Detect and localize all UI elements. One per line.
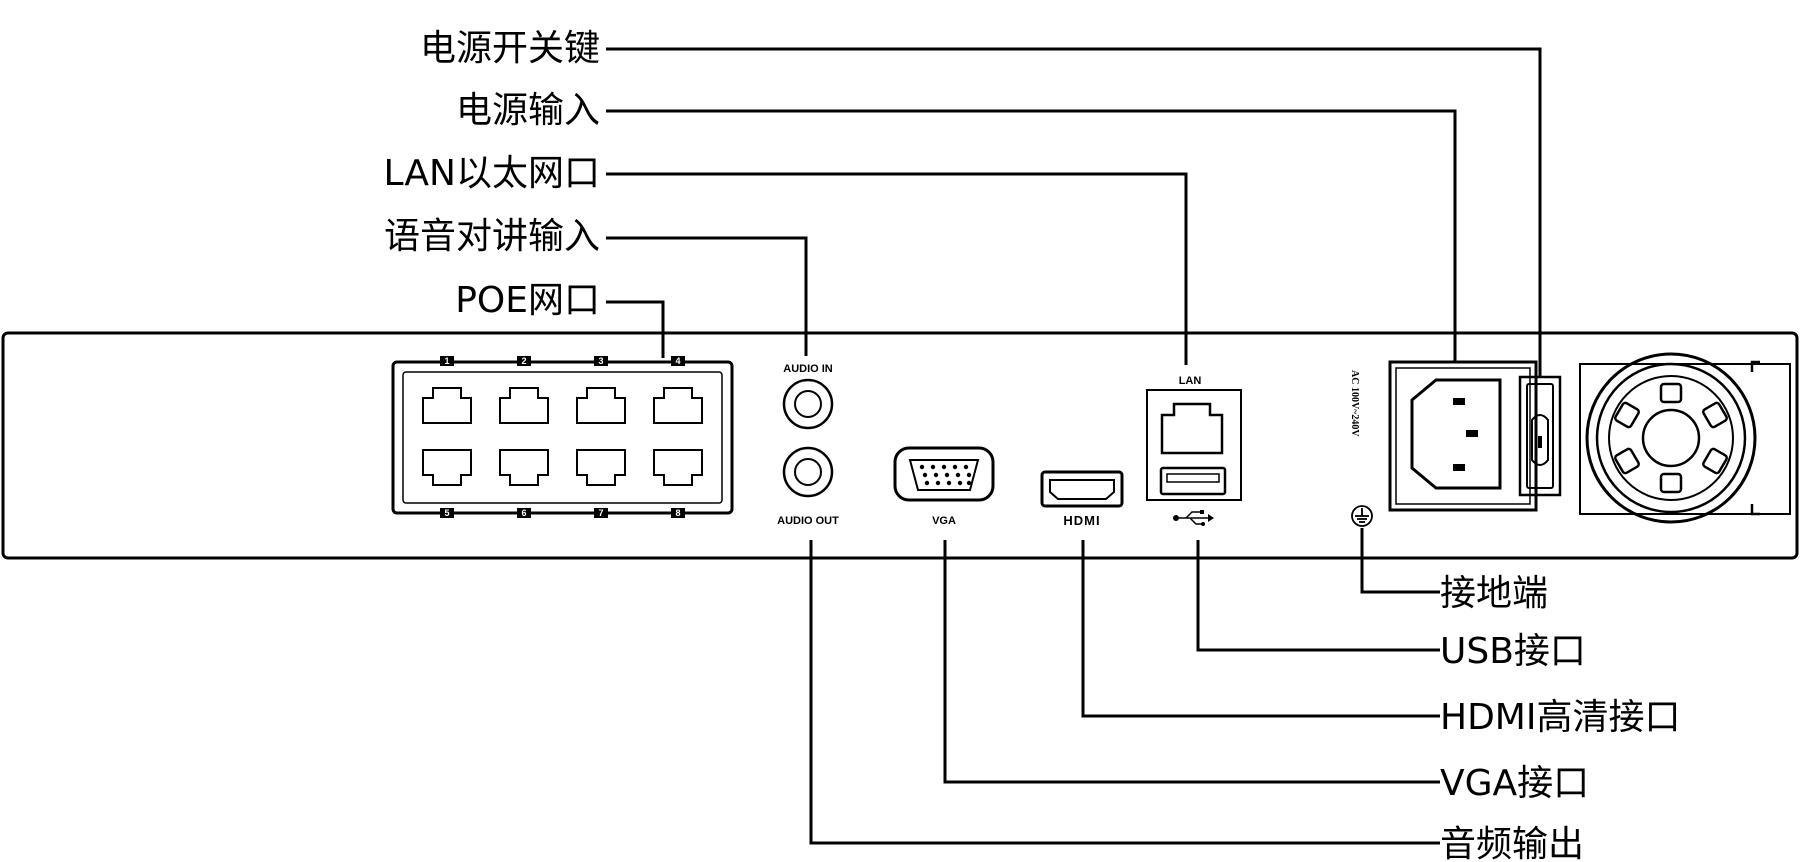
- poe-port-8: [653, 449, 703, 486]
- label-power-input: 电源输入: [456, 90, 600, 131]
- vga-label: VGA: [932, 515, 956, 527]
- poe-port-1: [422, 387, 472, 424]
- poe-number-4: 4: [675, 356, 680, 366]
- leader-ground: [1360, 528, 1440, 594]
- label-usb-port: USB接口: [1440, 631, 1586, 672]
- fan-icon: [1579, 352, 1791, 524]
- leader-audio-out: [809, 540, 1440, 845]
- power-input-socket: [1388, 360, 1538, 512]
- poe-port-6: [499, 449, 549, 486]
- lan-label: LAN: [1179, 375, 1202, 387]
- leader-hdmi: [1081, 540, 1440, 718]
- label-poe-ports: POE网口: [455, 280, 600, 321]
- hdmi-port: [1040, 470, 1124, 508]
- label-audio-talk-in: 语音对讲输入: [384, 216, 600, 257]
- poe-port-3: [576, 387, 626, 424]
- chassis-outline: [1, 331, 1799, 560]
- leader-audio-talk-in: [606, 236, 808, 356]
- poe-port-5: [422, 449, 472, 486]
- poe-number-1: 1: [444, 356, 449, 366]
- poe-number-5: 5: [444, 508, 449, 518]
- lan-port: [1160, 402, 1224, 455]
- audio-in-label: AUDIO IN: [783, 363, 833, 375]
- leader-lan-port: [606, 172, 1188, 365]
- hdmi-label: HDMI: [1063, 513, 1100, 528]
- leader-power-switch: [606, 47, 1542, 376]
- leader-power-input: [606, 109, 1457, 362]
- label-hdmi-port: HDMI高清接口: [1440, 697, 1680, 738]
- usb-icon: [1173, 510, 1214, 526]
- ac-voltage-label: AC 100V~240V: [1349, 370, 1360, 437]
- lan-usb-module: [1146, 389, 1242, 501]
- poe-port-2: [499, 387, 549, 424]
- poe-number-6: 6: [521, 508, 526, 518]
- poe-port-4: [653, 387, 703, 424]
- power-switch: [1518, 375, 1562, 497]
- label-vga-port: VGA接口: [1440, 763, 1589, 804]
- vga-port: [893, 446, 995, 502]
- label-lan-port: LAN以太网口: [384, 153, 600, 194]
- poe-number-3: 3: [598, 356, 603, 366]
- poe-port-7: [576, 449, 626, 486]
- leader-vga: [943, 540, 1440, 784]
- poe-number-2: 2: [521, 356, 526, 366]
- audio-in-jack: [782, 378, 834, 430]
- audio-out-jack: [782, 446, 834, 498]
- poe-number-8: 8: [675, 508, 680, 518]
- ground-icon: [1351, 505, 1373, 527]
- leader-poe-ports: [606, 300, 665, 358]
- usb-port: [1159, 466, 1227, 496]
- poe-number-7: 7: [598, 508, 603, 518]
- audio-out-label: AUDIO OUT: [777, 515, 839, 527]
- poe-port-block: 1 2 3 4 5 6 7 8: [391, 356, 734, 518]
- label-power-switch: 电源开关键: [420, 28, 600, 69]
- label-ground: 接地端: [1440, 573, 1548, 614]
- leader-usb: [1196, 540, 1440, 652]
- label-audio-out: 音频输出: [1440, 824, 1584, 862]
